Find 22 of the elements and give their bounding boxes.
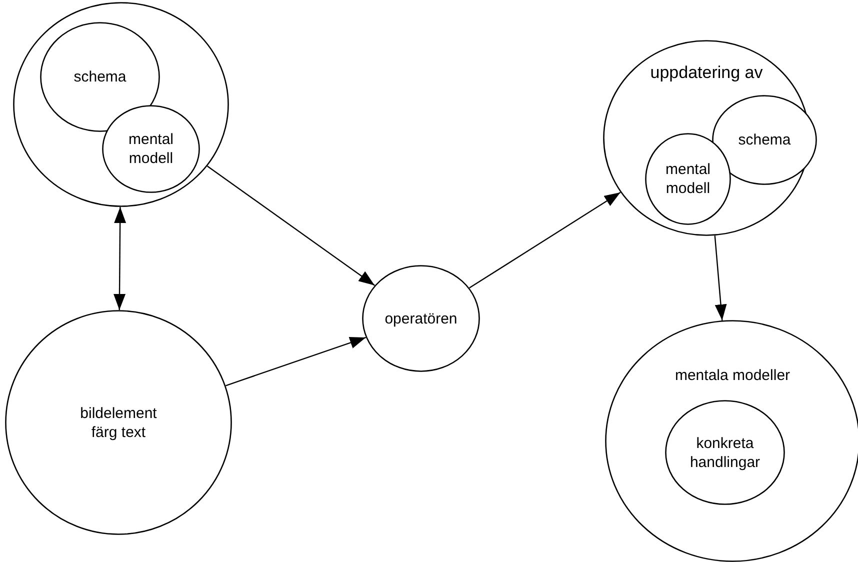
circle-node [665,400,785,505]
node-label: mental modell [664,160,712,198]
arrow [226,336,366,386]
node-label: operatören [384,309,458,328]
circle-node [102,105,200,193]
circle-node [712,95,817,185]
node-label: mental modell [127,130,175,168]
node-label: uppdatering av [649,62,764,83]
circle-node [645,133,731,225]
node-label: konkreta handlingar [688,434,762,472]
circle-node [362,265,480,372]
node-label: schema [72,68,128,86]
circle-node [13,2,229,207]
arrow [114,206,126,310]
arrow [714,236,727,320]
arrow [206,166,375,286]
node-label: schema [737,130,792,150]
node-label: mentala modeller [674,366,792,385]
arrow [469,192,621,288]
node-label: bildelement färg text [79,404,158,442]
circle-node [5,310,232,535]
circle-node [40,22,160,132]
